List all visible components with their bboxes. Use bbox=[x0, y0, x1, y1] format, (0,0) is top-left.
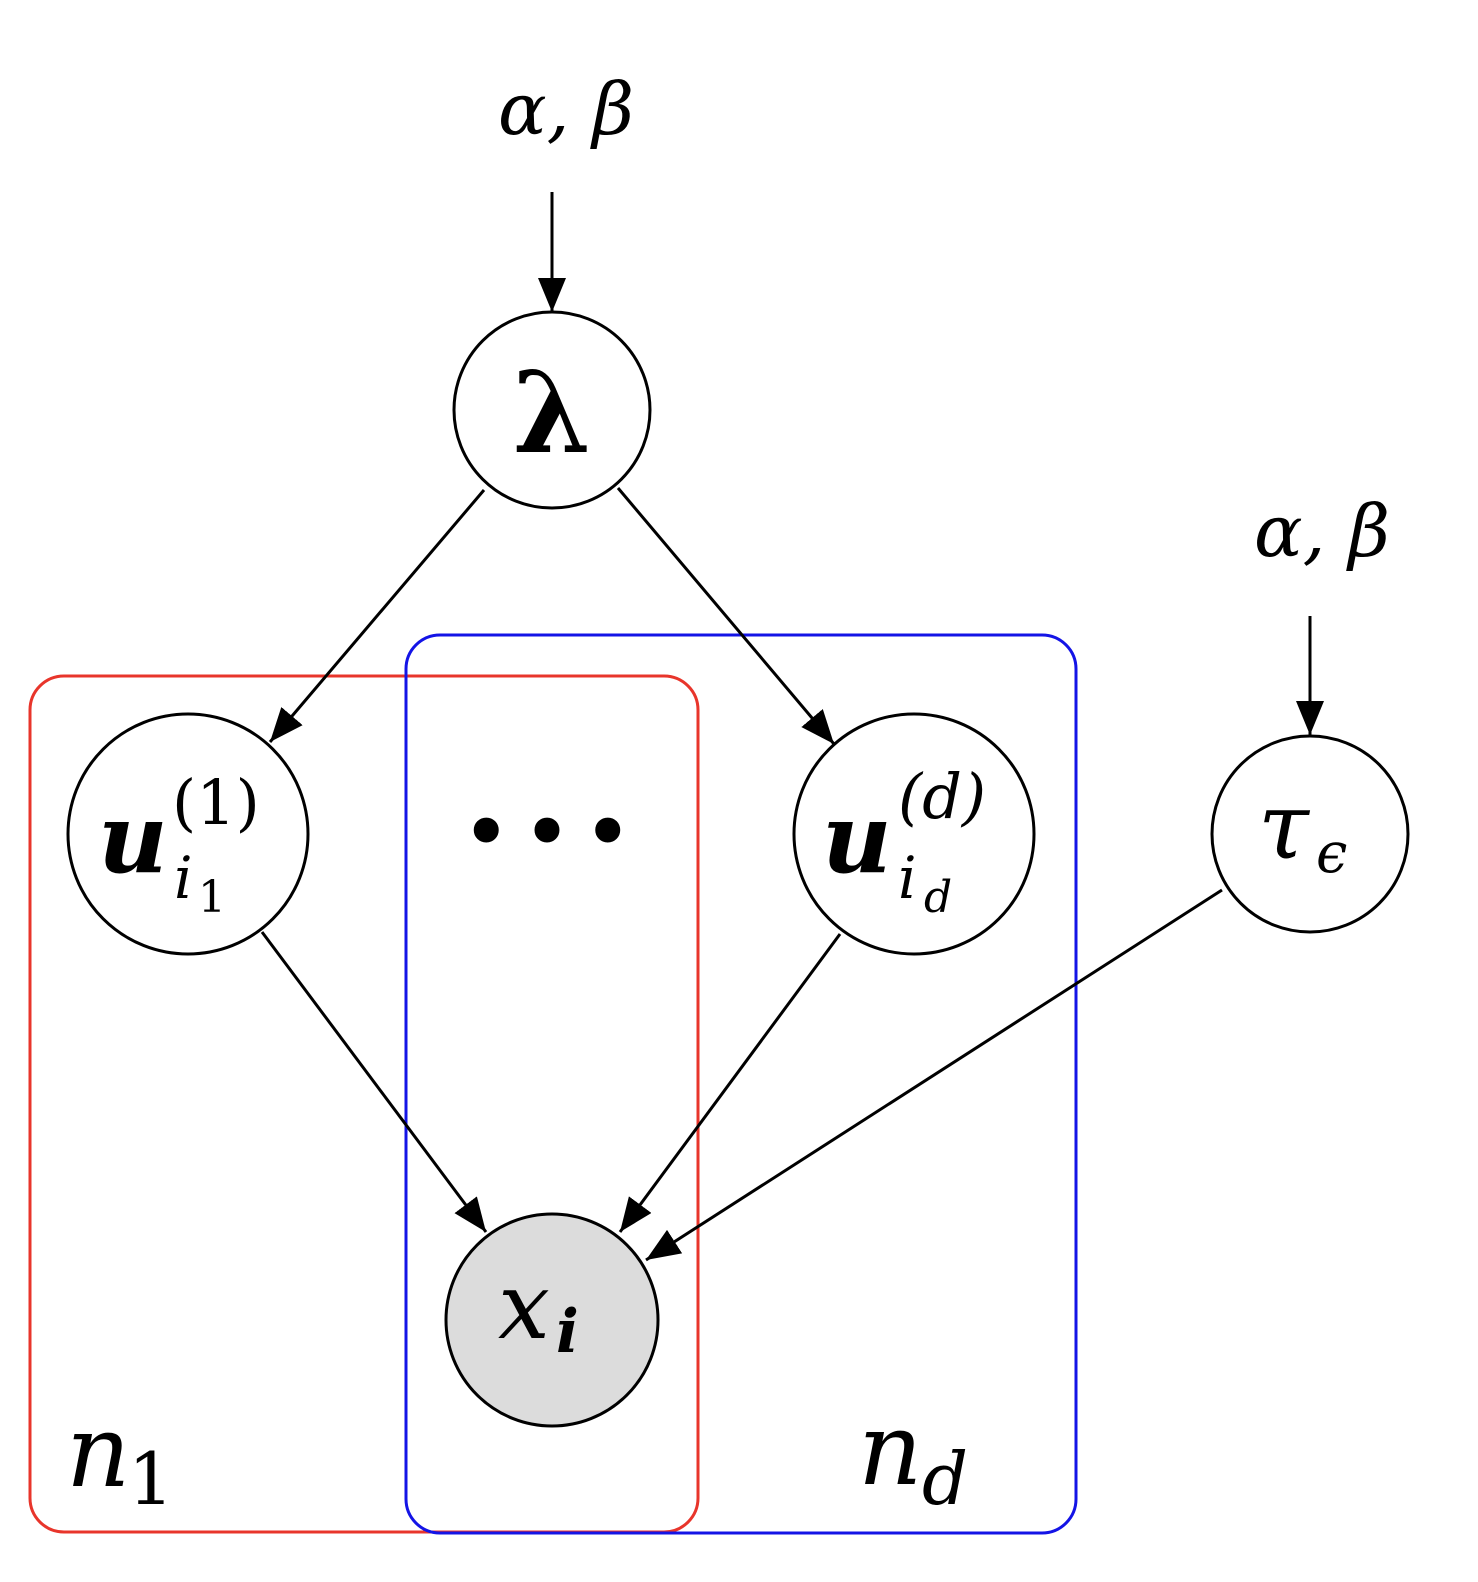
node-x: x i bbox=[444, 1212, 660, 1428]
plate-label-nd-sub: d bbox=[922, 1437, 968, 1521]
node-ud-sup: (d) bbox=[898, 760, 986, 833]
node-ud-subsub: d bbox=[924, 872, 952, 923]
node-u1-subsub: 1 bbox=[198, 872, 226, 923]
plate-label-n1-base: n bbox=[66, 1393, 130, 1510]
node-u1-sup: (1) bbox=[172, 766, 260, 839]
edge-u1-to-x bbox=[260, 931, 488, 1233]
node-tau-base: τ bbox=[1258, 773, 1311, 880]
node-ud: u (d) i d bbox=[792, 712, 1036, 956]
hyperparams-label-top: α, β bbox=[498, 67, 634, 151]
plate-label-n1-sub: 1 bbox=[128, 1437, 174, 1521]
ellipsis-dots: ••• bbox=[461, 783, 643, 883]
node-u1-sub: i bbox=[174, 844, 193, 912]
edge-lambda-to-u1 bbox=[268, 489, 486, 743]
node-x-base: x bbox=[498, 1253, 550, 1360]
edge-lambda-to-ud bbox=[616, 487, 836, 745]
node-tau-sub: ϵ bbox=[1316, 821, 1347, 886]
node-u1-base: u bbox=[98, 782, 168, 895]
node-lambda-symbol: λ bbox=[513, 348, 592, 479]
node-tau: τ ϵ bbox=[1210, 734, 1410, 934]
edge-ud-to-x bbox=[618, 933, 842, 1233]
edge-tau-to-x bbox=[645, 888, 1223, 1262]
plate-label-nd-base: n bbox=[858, 1391, 922, 1508]
node-ud-sub: i bbox=[898, 844, 917, 912]
node-x-sub: i bbox=[556, 1297, 579, 1367]
plate-n1 bbox=[28, 674, 700, 1534]
node-lambda: λ bbox=[452, 310, 652, 510]
node-ud-base: u bbox=[822, 782, 892, 895]
node-u1: u (1) i 1 bbox=[66, 712, 310, 956]
plate-label-nd: n d bbox=[858, 1391, 968, 1521]
plate-label-n1: n 1 bbox=[66, 1393, 174, 1521]
hyperparams-label-tau: α, β bbox=[1254, 489, 1390, 573]
